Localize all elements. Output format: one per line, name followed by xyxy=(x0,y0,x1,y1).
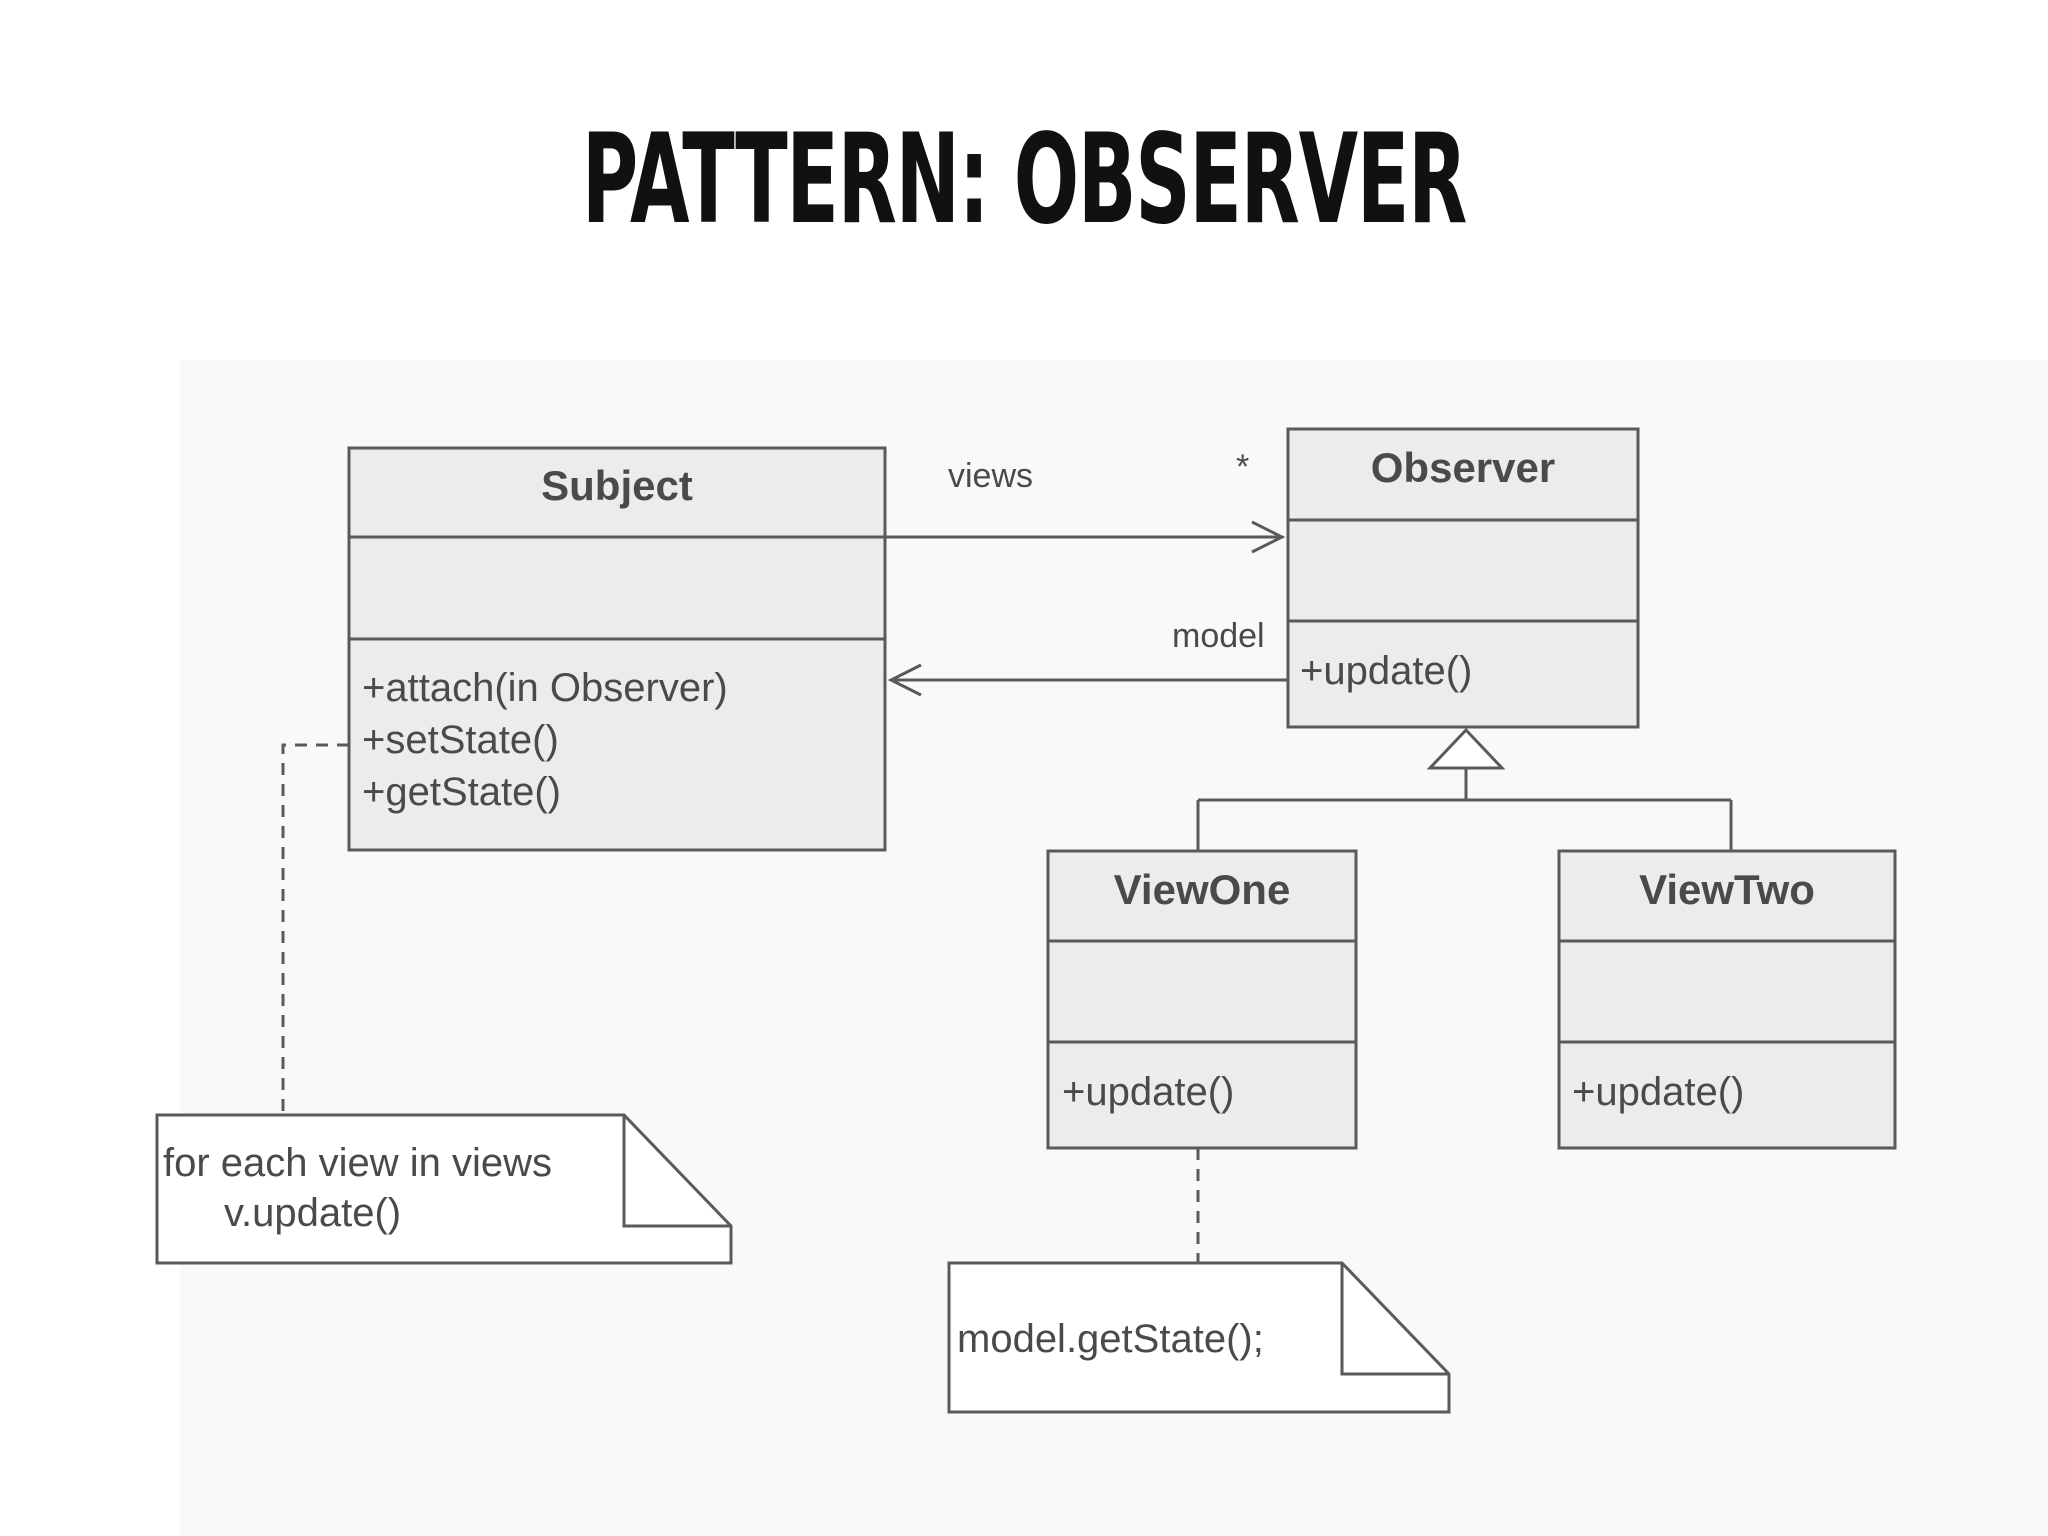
class-observer-box xyxy=(1286,427,1640,729)
class-subject: Subject +attach(in Observer) +setState()… xyxy=(347,446,887,852)
note-subject-line-1: for each view in views xyxy=(163,1141,552,1185)
class-observer: Observer +update() xyxy=(1286,427,1640,729)
note-subject: for each view in views v.update() xyxy=(155,743,733,1265)
class-viewone-name: ViewOne xyxy=(1114,866,1291,913)
class-subject-box xyxy=(347,446,887,852)
method-setstate: +setState() xyxy=(362,718,559,762)
generalization xyxy=(1196,727,1733,851)
method-viewone-update: +update() xyxy=(1062,1070,1234,1114)
slide-title: PATTERN: OBSERVER xyxy=(581,108,1467,252)
class-viewone-box xyxy=(1046,849,1358,1150)
views-arrowhead xyxy=(1251,520,1286,554)
note-viewone-line-1: model.getState(); xyxy=(957,1317,1264,1361)
method-observer-update: +update() xyxy=(1300,649,1472,693)
class-viewone: ViewOne +update() xyxy=(1046,849,1358,1150)
class-viewtwo-name: ViewTwo xyxy=(1639,866,1815,913)
class-observer-name: Observer xyxy=(1371,444,1555,491)
class-subject-name: Subject xyxy=(541,462,693,509)
views-label: views xyxy=(948,457,1033,495)
association-views: views * xyxy=(885,448,1286,554)
inheritance-triangle xyxy=(1426,727,1506,770)
note-subject-line-2: v.update() xyxy=(224,1191,401,1235)
class-viewtwo: ViewTwo +update() xyxy=(1557,849,1897,1150)
note-viewone: model.getState(); xyxy=(947,1148,1451,1414)
method-getstate: +getState() xyxy=(362,770,561,814)
model-label: model xyxy=(1172,617,1265,655)
model-arrowhead xyxy=(887,663,922,697)
method-viewtwo-update: +update() xyxy=(1572,1070,1744,1114)
method-attach: +attach(in Observer) xyxy=(362,666,728,710)
views-multiplicity: * xyxy=(1236,448,1249,486)
association-model: model xyxy=(887,617,1288,697)
class-viewtwo-box xyxy=(1557,849,1897,1150)
